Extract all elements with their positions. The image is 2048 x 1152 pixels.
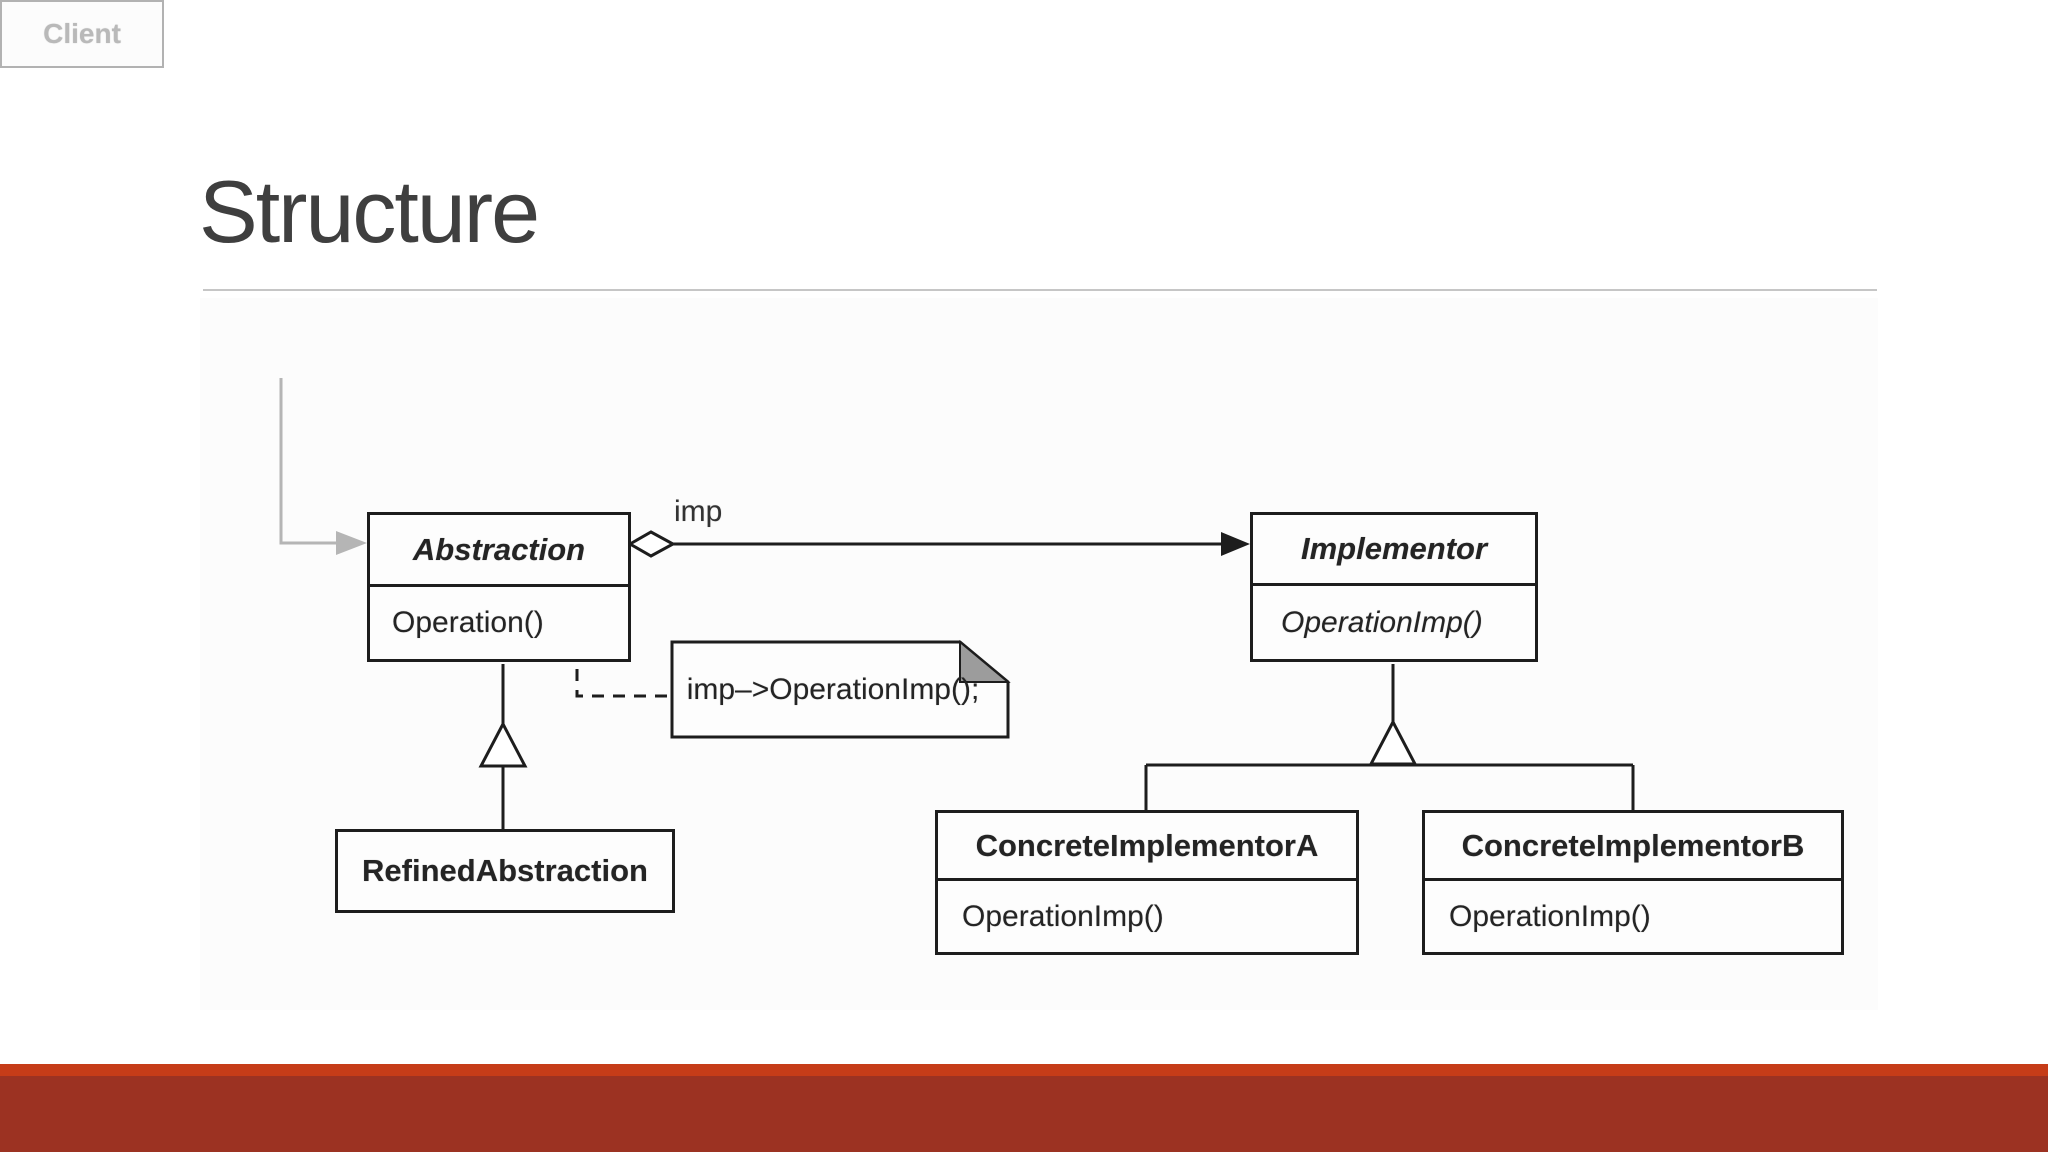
refined-abstraction-class-box: RefinedAbstraction [335, 829, 675, 913]
code-note-shape [670, 640, 1010, 739]
implementor-operation: OperationImp() [1281, 605, 1483, 639]
abstraction-class-name: Abstraction [370, 515, 628, 587]
imp-association-label: imp [674, 495, 723, 528]
client-class-box: Client [0, 0, 164, 68]
abstraction-inheritance-triangle-icon [478, 720, 528, 768]
abstraction-operation: Operation() [392, 606, 544, 639]
title-divider [203, 289, 1877, 291]
concrete-implementor-b-class-name: ConcreteImplementorB [1425, 813, 1841, 881]
implementor-subclass-branch-line [1144, 763, 1635, 810]
note-fold-icon [959, 639, 1011, 683]
page-title: Structure [199, 162, 540, 261]
client-class-name: Client [43, 18, 121, 49]
concrete-implementor-a-class-name: ConcreteImplementorA [938, 813, 1356, 881]
abstraction-class-box: Abstraction Operation() [367, 512, 631, 662]
implementor-inheritance-triangle-icon [1368, 718, 1418, 766]
code-note-text: imp–>OperationImp(); [686, 672, 980, 706]
implementor-class-box: Implementor OperationImp() [1250, 512, 1538, 662]
client-dependency-arrowhead-icon [336, 531, 367, 555]
association-arrowhead-icon [1221, 532, 1250, 556]
note-connector-dashed-line [575, 648, 670, 698]
accent-bar [0, 1076, 2048, 1152]
concrete-implementor-a-operation: OperationImp() [962, 899, 1164, 933]
implementor-class-name: Implementor [1253, 515, 1535, 586]
refined-abstraction-class-name: RefinedAbstraction [362, 853, 648, 888]
concrete-implementor-a-class-box: ConcreteImplementorA OperationImp() [935, 810, 1359, 955]
aggregation-diamond-icon [626, 530, 677, 558]
accent-strip [0, 1064, 2048, 1076]
concrete-implementor-b-class-box: ConcreteImplementorB OperationImp() [1422, 810, 1844, 955]
client-dependency-line [279, 378, 336, 545]
concrete-implementor-b-operation: OperationImp() [1449, 899, 1651, 933]
